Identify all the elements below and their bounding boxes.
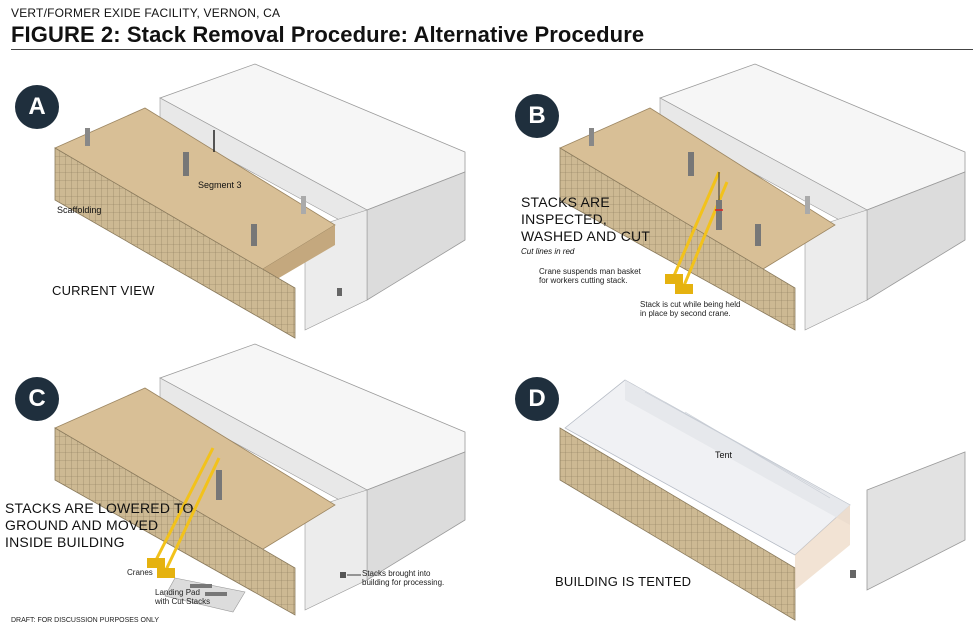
landing-pad-label: Landing Pad with Cut Stacks [155,588,210,606]
tent-label: Tent [715,450,733,460]
stack [183,152,189,176]
stack [301,196,306,214]
panel-b-badge: B [515,94,559,138]
crane-note: Crane suspends man basket for workers cu… [539,267,641,285]
crane-boom [681,181,729,289]
heading-line: INSPECTED, [521,211,608,227]
cut-lines-note: Cut lines in red [521,247,575,256]
panel-c-badge: C [15,377,59,421]
heading-line: STACKS ARE LOWERED TO [5,500,194,516]
panel-b: B STACKS ARE INSPECTED, WASHED AND CUT C… [505,60,975,342]
stack-note: Stack is cut while being held in place b… [640,300,741,318]
caption-line: with Cut Stacks [155,597,211,606]
heading-line: INSIDE BUILDING [5,534,125,550]
panel-d-illustration [559,379,966,621]
figure-subtitle: VERT/FORMER EXIDE FACILITY, VERNON, CA [11,6,281,20]
panel-b-heading: STACKS ARE INSPECTED, WASHED AND CUT [521,194,650,245]
crane-boom [671,171,721,279]
panel-c: C STACKS ARE LOWERED TO GROUND AND MOVED… [5,340,475,622]
panel-a-badge: A [15,85,59,129]
stack [85,128,90,146]
heading-line: WASHED AND CUT [521,228,651,244]
figure-title: FIGURE 2: Stack Removal Procedure: Alter… [11,22,645,47]
panel-a-illustration [54,63,466,339]
heading-line: GROUND AND MOVED [5,517,159,533]
caption-line: Stack is cut while being held [640,300,741,309]
panel-c-heading: STACKS ARE LOWERED TO GROUND AND MOVED I… [5,500,194,551]
caption-line: for workers cutting stack. [539,276,628,285]
draft-footer: DRAFT: FOR DISCUSSION PURPOSES ONLY [11,617,160,624]
caption-line: in place by second crane. [640,309,731,318]
panel-b-illustration [559,63,966,331]
caption-line: Landing Pad [155,588,200,597]
header-divider [11,49,973,50]
scaffolding-label: Scaffolding [57,205,102,215]
panel-d: D Tent BUILDING IS TENTED [505,340,975,622]
panel-c-illustration [54,343,466,616]
caption-line: Crane suspends man basket [539,267,641,276]
current-view-label: CURRENT VIEW [52,283,155,298]
cranes-label: Cranes [127,568,153,577]
caption-line: Stacks brought into [362,569,431,578]
heading-line: STACKS ARE [521,194,610,210]
stack [251,224,257,246]
panel-d-badge: D [515,377,559,421]
stacks-brought-note: Stacks brought into building for process… [362,569,444,587]
segment-label: Segment 3 [198,180,242,190]
building-tented-label: BUILDING IS TENTED [555,574,692,589]
panel-a: A Segment 3 Scaffolding CURRENT VIEW [5,60,475,342]
caption-line: building for processing. [362,578,445,587]
